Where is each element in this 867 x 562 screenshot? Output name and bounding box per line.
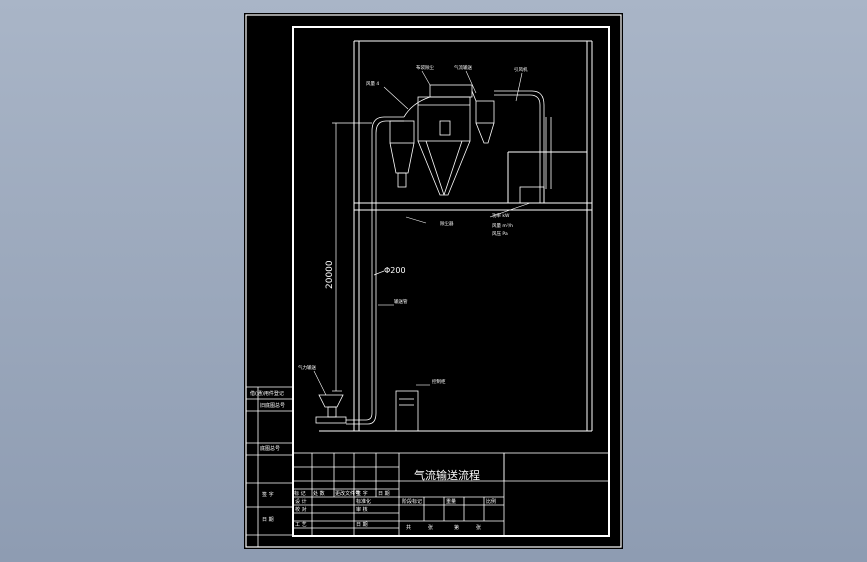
side-stamp-1: 借(通)用件登记: [250, 390, 284, 397]
tb-process: 工 艺: [295, 522, 307, 528]
spec-line-1: 功率 kW: [492, 212, 510, 219]
tb-design: 设 计: [295, 498, 307, 505]
tb-date: 日 期: [378, 491, 390, 497]
title-block-labels: 标 记 处 数 更改文件号 签 字 日 期 设 计 标准化 校 对 审 核 工 …: [294, 490, 496, 531]
tb-review: 审 核: [356, 506, 368, 513]
callout-bottom-left: 气力输送: [298, 364, 316, 371]
tb-scale: 比例: [486, 498, 496, 505]
tb-sheet-no: 第: [454, 524, 459, 531]
binding-margin: [246, 386, 293, 547]
building-frame: [319, 40, 593, 432]
outer-border: [245, 14, 622, 548]
callout-top-mid2: 气流输送: [454, 64, 472, 71]
callout-top-right: 引风机: [514, 66, 528, 73]
callout-control: 控制柜: [432, 378, 446, 385]
tb-sign: 签 字: [356, 490, 368, 497]
callout-leaders: [313, 70, 531, 396]
spec-line-3: 风压 Pa: [492, 231, 508, 237]
tb-weight: 重量: [446, 498, 456, 505]
tb-stage: 阶段标记: [402, 498, 422, 505]
side-stamp-2: 旧底图总号: [260, 402, 285, 409]
tb-mark: 标 记: [294, 490, 306, 497]
height-dimension-text: 20000: [325, 260, 335, 289]
drawing-canvas: 借(通)用件登记 旧底图总号 底图总号 签 字 日 期: [245, 14, 622, 548]
inner-border: [292, 26, 610, 537]
callouts: 风量 4 布袋除尘 气流输送 引风机 除尘器 输送管 气力输送 控制柜 功率 k…: [298, 64, 528, 385]
callout-top-left: 风量 4: [366, 80, 379, 87]
drawing-title: 气流输送流程: [414, 468, 480, 482]
conveying-pipe: [346, 90, 552, 425]
pipe-diameter-text: Φ200: [384, 266, 406, 275]
tb-sheet-unit1: 张: [428, 524, 433, 531]
tb-approve-date: 日 期: [356, 522, 368, 528]
tb-sheet-unit2: 张: [476, 524, 481, 531]
spec-line-2: 风量 m³/h: [492, 222, 513, 229]
tb-standard: 标准化: [356, 498, 371, 505]
height-dimension: [332, 122, 372, 392]
tb-change-doc: 更改文件号: [335, 490, 360, 497]
side-stamp-5: 日 期: [262, 517, 274, 523]
drawing-sheet: 借(通)用件登记 旧底图总号 底图总号 签 字 日 期: [244, 13, 623, 549]
side-stamp: 借(通)用件登记 旧底图总号 底图总号 签 字 日 期: [250, 390, 285, 523]
title-block-grid: [292, 452, 610, 537]
callout-top-mid1: 布袋除尘: [416, 64, 434, 71]
callout-mid-lower: 除尘器: [440, 220, 454, 227]
tb-check: 校 对: [295, 506, 307, 513]
callout-pipe: 输送管: [394, 298, 408, 305]
tb-sheet-total: 共: [406, 524, 411, 531]
equipment: [315, 84, 545, 432]
side-stamp-4: 签 字: [262, 491, 274, 498]
side-stamp-3: 底图总号: [260, 445, 280, 452]
tb-count: 处 数: [313, 490, 325, 497]
